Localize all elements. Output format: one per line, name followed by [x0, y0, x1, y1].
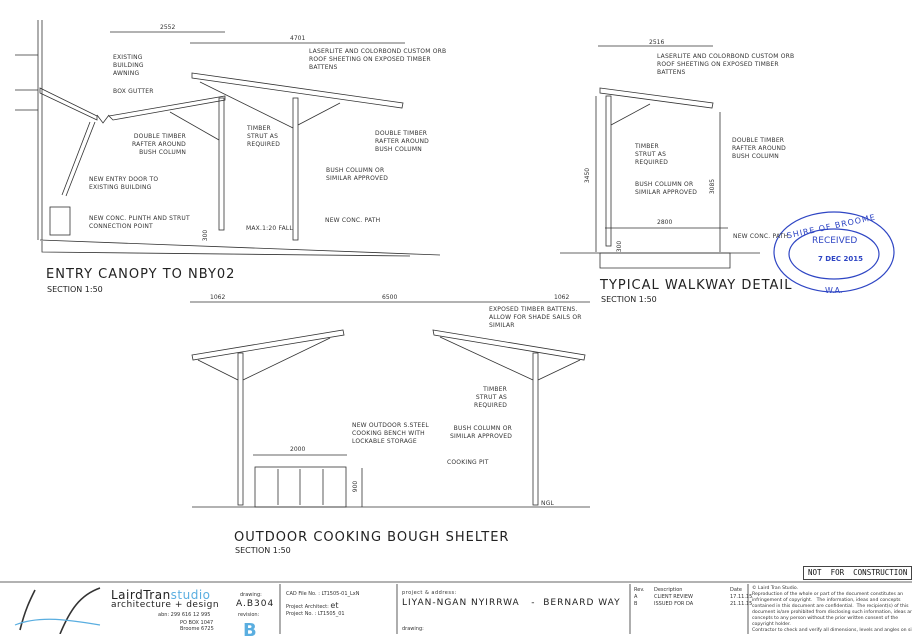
rev-header-description: Description — [654, 587, 683, 593]
label-plinth: NEW CONC. PLINTH AND STRUT CONNECTION PO… — [89, 215, 190, 230]
stamp-wa: W.A. — [825, 286, 843, 295]
firm-logo-text: LairdTranstudio — [111, 588, 211, 602]
dim-300: 300 — [202, 229, 210, 242]
label-conc-path: NEW CONC. PATH — [325, 217, 381, 224]
label-ngl: NGL — [541, 500, 555, 507]
project-number: Project No. : LT1505_01 — [286, 611, 345, 617]
cad-file: CAD File No. : LT1505-01_LxN — [286, 591, 360, 597]
label-shelter-column: BUSH COLUMN OR SIMILAR APPROVED — [450, 425, 513, 440]
architect-initials: et — [330, 601, 339, 610]
label-roof-sheeting: LASERLITE AND COLORBOND CUSTOM ORB ROOF … — [309, 48, 447, 71]
stamp-received: RECEIVED — [812, 236, 858, 246]
entry-canopy-section — [15, 20, 441, 257]
rev-date: 17.11.15 — [730, 594, 753, 600]
label-walkway-path: NEW CONC. PATH — [733, 233, 789, 240]
label-double-rafter-2: DOUBLE TIMBER RAFTER AROUND BUSH COLUMN — [375, 130, 430, 153]
dim-3085: 3085 — [709, 178, 717, 195]
label-walkway-strut: TIMBER STRUT AS REQUIRED — [635, 143, 669, 166]
copyright-notice: © Laird Tran Studio. Reproduction of the… — [752, 586, 912, 633]
dim-4701: 4701 — [290, 35, 306, 42]
title-block-frame — [0, 581, 912, 634]
label-double-rafter: DOUBLE TIMBER RAFTER AROUND BUSH COLUMN — [132, 133, 187, 156]
firm-name: LairdTran — [111, 588, 171, 602]
rev-header-rev: Rev. — [634, 587, 645, 593]
drawing-label: drawing: — [240, 592, 262, 598]
dim-1062-right: 1062 — [554, 294, 570, 301]
dim-900: 900 — [352, 480, 360, 493]
entry-canopy-title: ENTRY CANOPY TO NBY02 — [46, 267, 236, 282]
entry-canopy-scale: SECTION 1:50 — [47, 285, 103, 294]
label-walkway-rafter: DOUBLE TIMBER RAFTER AROUND BUSH COLUMN — [732, 137, 787, 160]
walkway-title: TYPICAL WALKWAY DETAIL — [600, 278, 793, 293]
label-battens: EXPOSED TIMBER BATTENS. ALLOW FOR SHADE … — [489, 306, 582, 329]
firm-town: Broome 6725 — [180, 626, 214, 632]
dim-2000: 2000 — [290, 446, 306, 453]
not-for-construction: NOT FOR CONSTRUCTION — [803, 566, 912, 580]
walkway-section — [560, 45, 760, 269]
dim-3450: 3450 — [584, 167, 592, 184]
label-walkway-column: BUSH COLUMN OR SIMILAR APPROVED — [635, 181, 698, 196]
dim-1062-left: 1062 — [210, 294, 226, 301]
rev-date: 21.11.15 — [730, 601, 753, 607]
rev-code: A — [634, 594, 638, 600]
label-box-gutter: BOX GUTTER — [113, 88, 154, 95]
cooking-shelter-title: OUTDOOR COOKING BOUGH SHELTER — [234, 530, 510, 545]
dim-2800: 2800 — [657, 219, 673, 226]
revision-letter: B — [243, 620, 257, 641]
project-label: project & address: — [402, 590, 457, 596]
project-architect: Project Architect: et — [286, 601, 338, 610]
cooking-shelter-section — [190, 301, 590, 508]
label-bench: NEW OUTDOOR S.STEEL COOKING BENCH WITH L… — [352, 422, 429, 445]
stamp-date: 7 DEC 2015 — [818, 255, 863, 263]
label-timber-strut: TIMBER STRUT AS REQUIRED — [247, 125, 281, 148]
firm-po-box: PO BOX 1047 — [180, 620, 214, 626]
firm-tagline: architecture + design — [111, 600, 220, 610]
label-awning: EXISTING BUILDING AWNING — [113, 54, 144, 77]
walkway-scale: SECTION 1:50 — [601, 295, 657, 304]
rev-code: B — [634, 601, 638, 607]
revision-label: revision: — [238, 612, 260, 618]
project-name: LIYAN-NGAN NYIRRWA - BERNARD WAY — [402, 598, 621, 608]
drawing-number: A.B304 — [236, 599, 275, 609]
dim-2516: 2516 — [649, 39, 665, 46]
label-bush-column: BUSH COLUMN OR SIMILAR APPROVED — [326, 167, 389, 182]
dim-6500: 6500 — [382, 294, 398, 301]
rev-header-date: Date — [730, 587, 742, 593]
dim-2552: 2552 — [160, 24, 176, 31]
received-stamp — [773, 211, 895, 293]
firm-abn: abn: 299 616 12 995 — [158, 612, 211, 618]
cooking-shelter-scale: SECTION 1:50 — [235, 546, 291, 555]
label-shelter-strut: TIMBER STRUT AS REQUIRED — [474, 386, 508, 409]
label-cooking-pit: COOKING PIT — [447, 459, 489, 466]
architect-label: Project Architect: — [286, 604, 329, 610]
rev-description: CLIENT REVIEW — [654, 594, 693, 600]
dim-walkway-300: 300 — [616, 240, 624, 253]
label-entry-door: NEW ENTRY DOOR TO EXISTING BUILDING — [89, 176, 159, 191]
label-fall: MAX.1:20 FALL — [246, 225, 293, 232]
rev-description: ISSUED FOR DA — [654, 601, 694, 607]
label-walkway-roof: LASERLITE AND COLORBOND CUSTOM ORB ROOF … — [657, 53, 795, 76]
drawing-title-label: drawing: — [402, 626, 424, 632]
firm-suffix: studio — [170, 588, 211, 602]
